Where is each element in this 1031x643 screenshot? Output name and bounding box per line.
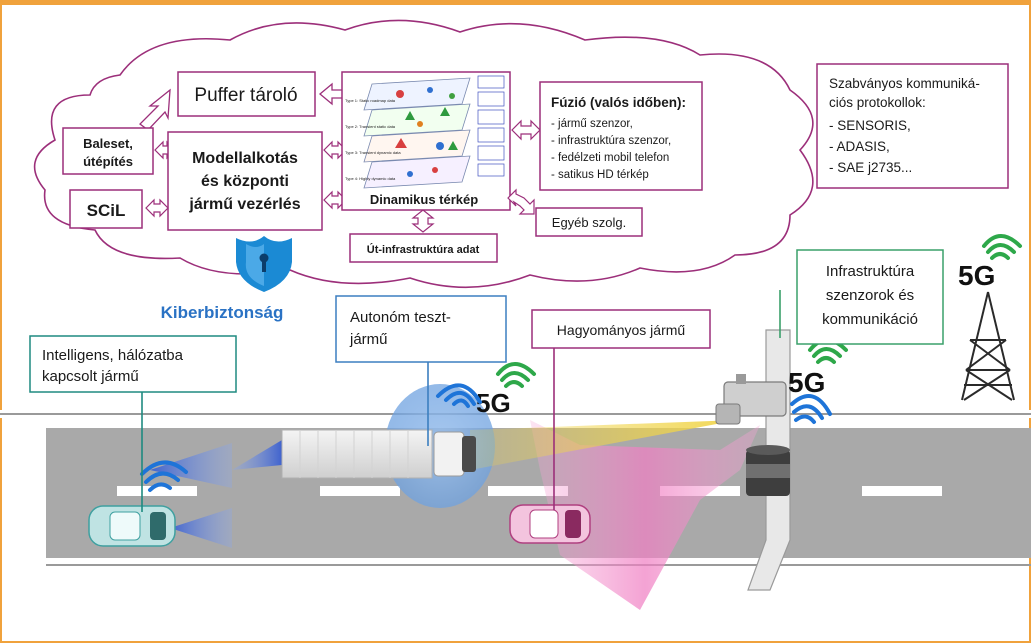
dynamic-map-label: Dinamikus térkép — [370, 192, 478, 207]
infra-line2: szenzorok és — [826, 287, 914, 304]
puffer-box — [177, 71, 316, 117]
fusion-item-4: - satikus HD térkép — [551, 169, 649, 181]
arrows-model-map — [323, 140, 347, 210]
fusion-item-3: - fedélzeti mobil telefon — [551, 152, 669, 164]
standards-item-3: - SAE j2735... — [829, 160, 912, 175]
scil-label: SCiL — [87, 201, 126, 220]
lidar-sensor-icon — [746, 445, 790, 496]
signal-5g-icon-pole: 5G — [788, 338, 848, 424]
puffer-label: Puffer tároló — [194, 85, 297, 106]
fusion-title: Fúzió (valós időben): — [551, 95, 686, 110]
intelligent-callout — [29, 335, 237, 393]
wifi-icon-intelligent-car — [140, 460, 188, 492]
baleset-line1: Baleset, — [83, 136, 133, 151]
map-layer-label-2: Type 2: Transient static data — [345, 124, 396, 129]
other-services-label: Egyéb szolg. — [552, 215, 626, 230]
standards-item-1: - SENSORIS, — [829, 118, 911, 133]
standards-line1: Szabványos kommuniká- — [829, 76, 980, 91]
infra-data-box — [349, 233, 498, 263]
g5-label-truck: 5G — [476, 388, 511, 418]
baleset-box — [62, 127, 154, 175]
top-orange-bar — [0, 0, 1031, 5]
model-box — [167, 131, 323, 231]
standards-item-2: - ADASIS, — [829, 139, 890, 154]
arrow-map-infra — [411, 209, 435, 233]
arrow-scil-model — [145, 198, 169, 218]
infra-callout — [796, 249, 944, 345]
intelligent-line2: kapcsolt jármű — [42, 368, 139, 385]
conventional-car — [509, 504, 591, 544]
camera-icon — [715, 374, 787, 425]
cybersecurity-label: Kiberbiztonság — [161, 303, 284, 322]
standards-box — [816, 63, 1009, 189]
fusion-box — [539, 81, 703, 191]
autonomous-truck — [232, 429, 476, 479]
fusion-item-2: - infrastruktúra szenzor, — [551, 135, 671, 147]
baleset-line2: útépítés — [83, 154, 133, 169]
model-line1: Modellalkotás — [192, 150, 298, 167]
infra-data-label: Út-infrastruktúra adat — [367, 243, 480, 256]
arrow-puffer-to-baleset — [139, 88, 171, 131]
signal-5g-icon-top: 5G — [958, 234, 1022, 291]
other-services-box — [535, 207, 643, 237]
yellow-camera-beam — [470, 420, 738, 470]
model-line2: és központi — [201, 173, 289, 190]
autonomous-line1: Autonóm teszt- — [350, 309, 451, 326]
map-layer-label-4: Type 4: Highly dynamic data — [345, 176, 396, 181]
infra-line1: Infrastruktúra — [826, 263, 915, 280]
autonomous-line2: jármű — [349, 331, 388, 348]
map-layer-label-3: Type 3: Transient dynamic data — [345, 150, 401, 155]
g5-label-top: 5G — [958, 260, 995, 291]
arrow-map-other — [507, 188, 535, 215]
fusion-item-1: - jármű szenzor, — [551, 118, 633, 130]
scil-box — [69, 189, 143, 229]
conventional-callout — [531, 309, 711, 349]
g5-label-pole: 5G — [788, 367, 825, 398]
standards-line2: ciós protokollok: — [829, 95, 926, 110]
model-line3: jármű vezérlés — [188, 196, 300, 213]
intelligent-side-beam — [170, 508, 232, 548]
shield-lock-icon — [236, 236, 292, 292]
intelligent-car — [88, 505, 176, 547]
signal-5g-icon-truck: 5G — [436, 362, 536, 418]
infra-line3: kommunikáció — [822, 311, 918, 328]
map-layers-illustration: Type 1: Static roadmap data Type 2: Tran… — [345, 75, 505, 189]
autonomous-callout — [335, 295, 507, 363]
conventional-label: Hagyományos jármű — [557, 322, 686, 338]
intelligent-front-beam — [150, 443, 232, 488]
intelligent-line1: Intelligens, hálózatba — [42, 347, 184, 364]
map-layer-label-1: Type 1: Static roadmap data — [345, 98, 396, 103]
pink-radar-beam — [530, 420, 760, 610]
cell-tower-icon — [961, 291, 1015, 401]
